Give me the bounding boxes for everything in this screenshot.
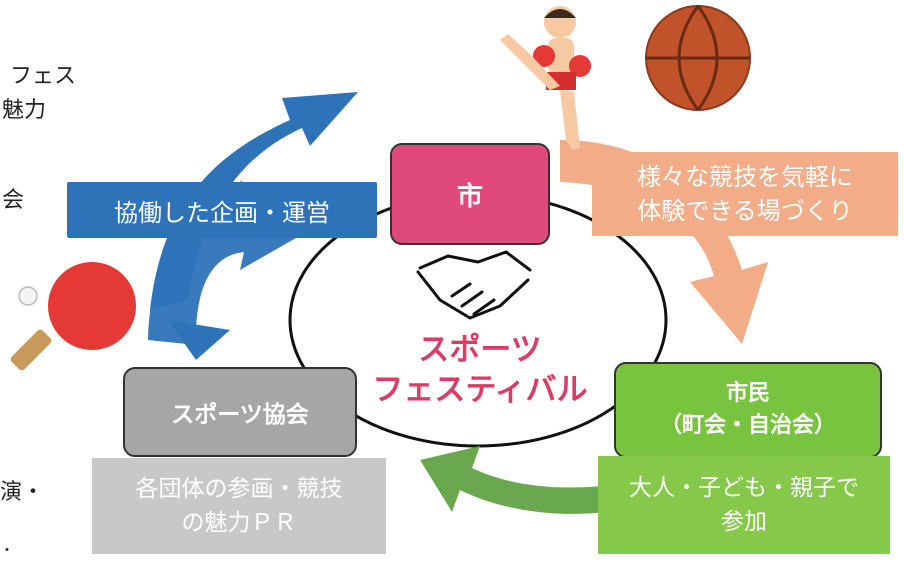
citizens-label-line-1: 市民: [725, 381, 770, 406]
edge-fragment-2: 魅力: [2, 98, 47, 123]
festival-title: スポーツ フェスティバル: [360, 330, 600, 410]
experience-label: 様々な競技を気軽に 体験できる場づくり: [592, 152, 898, 236]
edge-fragment-3: 会: [2, 188, 25, 213]
sports-association-node: スポーツ協会: [123, 367, 357, 457]
collaboration-label: 協働した企画・運営: [67, 182, 377, 238]
sports-association-desc-line-2: の魅力ＰＲ: [181, 510, 297, 536]
citizens-desc-line-1: 大人・子ども・親子で: [629, 475, 859, 501]
citizens-label-line-2: （町会・自治会）: [659, 413, 836, 438]
experience-arrow: [560, 140, 768, 344]
basketball-icon: [645, 5, 751, 111]
edge-fragment-4: 演・: [0, 480, 45, 505]
city-node: 市: [390, 143, 550, 245]
sports-association-label: スポーツ協会: [171, 402, 309, 428]
festival-title-line-1: スポーツ: [418, 332, 542, 368]
collaboration-label-text: 協働した企画・運営: [114, 198, 330, 227]
handshake-icon: [416, 250, 532, 320]
edge-fragment-5: ・: [0, 543, 14, 559]
participation-arrow: [420, 446, 620, 514]
experience-label-line-1: 様々な競技を気軽に: [637, 163, 853, 191]
sports-association-desc-line-1: 各団体の参画・競技: [135, 476, 343, 502]
experience-label-line-2: 体験できる場づくり: [637, 197, 853, 225]
ping-pong-paddle-icon: [10, 262, 136, 371]
kickboxer-icon: [500, 6, 591, 150]
citizens-description: 大人・子ども・親子で 参加: [598, 456, 890, 554]
citizens-desc-line-2: 参加: [721, 509, 767, 535]
edge-fragment-1: フェス: [10, 64, 77, 89]
citizens-node: 市民 （町会・自治会）: [614, 362, 882, 458]
sports-association-description: 各団体の参画・競技 の魅力ＰＲ: [92, 458, 386, 554]
city-label: 市: [456, 181, 483, 212]
festival-title-line-2: フェスティバル: [372, 372, 588, 408]
